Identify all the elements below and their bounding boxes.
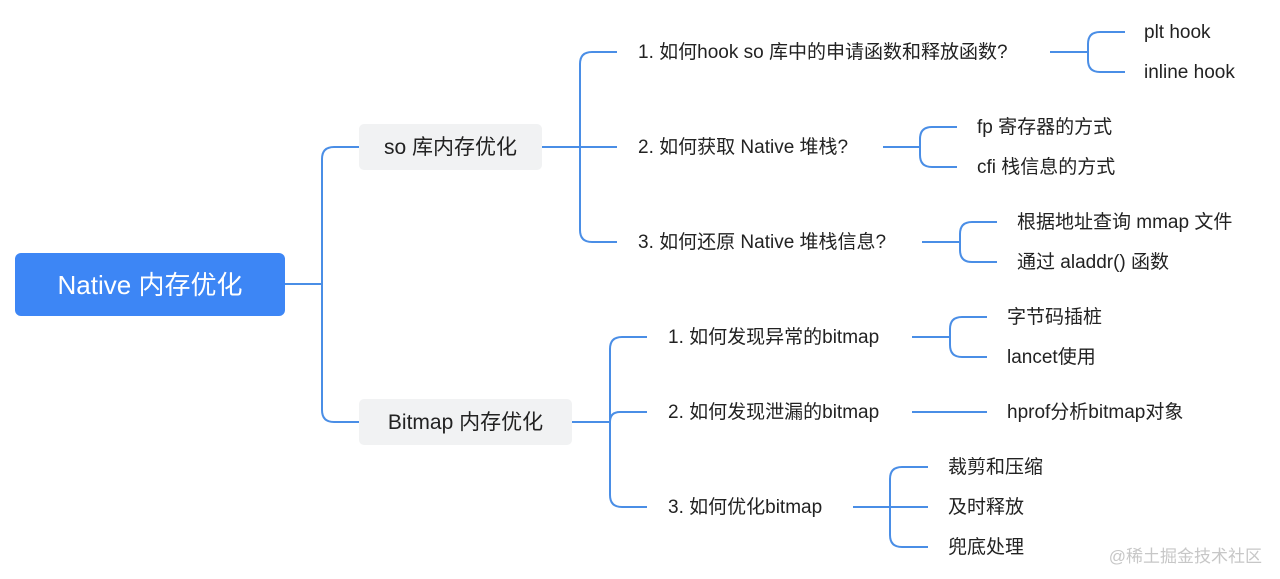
bitmap-question-1[interactable]: 1. 如何发现异常的bitmap xyxy=(668,327,880,348)
answer-inline-hook[interactable]: inline hook xyxy=(1144,62,1235,83)
branch-bitmap-node[interactable]: Bitmap 内存优化 xyxy=(359,399,572,445)
answer-bytecode-instrumentation[interactable]: 字节码插桩 xyxy=(1007,307,1103,328)
branch-so-node[interactable]: so 库内存优化 xyxy=(359,124,542,170)
so-question-1[interactable]: 1. 如何hook so 库中的申请函数和释放函数? xyxy=(638,42,1008,63)
bitmap-question-3[interactable]: 3. 如何优化bitmap xyxy=(668,497,823,518)
connector-bitmap-branch xyxy=(572,336,647,508)
so-question-3[interactable]: 3. 如何还原 Native 堆栈信息? xyxy=(638,232,887,253)
connector-so-q3 xyxy=(922,221,997,263)
connector-root xyxy=(285,146,359,423)
answer-crop-compress[interactable]: 裁剪和压缩 xyxy=(948,457,1044,478)
connector-bitmap-q1 xyxy=(912,316,987,358)
answer-plt-hook[interactable]: plt hook xyxy=(1144,22,1211,43)
answer-hprof[interactable]: hprof分析bitmap对象 xyxy=(1007,402,1184,423)
connector-so-q2 xyxy=(883,126,957,168)
connector-so-q1 xyxy=(1050,31,1125,73)
connector-so-branch xyxy=(542,51,617,243)
connector-bitmap-q3 xyxy=(853,466,928,548)
answer-cfi-stack[interactable]: cfi 栈信息的方式 xyxy=(977,157,1116,178)
answer-lancet[interactable]: lancet使用 xyxy=(1007,347,1096,368)
bitmap-question-2[interactable]: 2. 如何发现泄漏的bitmap xyxy=(668,402,880,423)
answer-release[interactable]: 及时释放 xyxy=(948,497,1025,518)
answer-mmap-lookup[interactable]: 根据地址查询 mmap 文件 xyxy=(1017,212,1233,233)
answer-fp-register[interactable]: fp 寄存器的方式 xyxy=(977,117,1113,138)
answer-aladdr[interactable]: 通过 aladdr() 函数 xyxy=(1017,252,1170,273)
so-question-2[interactable]: 2. 如何获取 Native 堆栈? xyxy=(638,137,849,158)
root-node[interactable]: Native 内存优化 xyxy=(15,253,285,316)
answer-fallback[interactable]: 兜底处理 xyxy=(948,537,1025,558)
watermark: @稀土掘金技术社区 xyxy=(1108,547,1262,566)
